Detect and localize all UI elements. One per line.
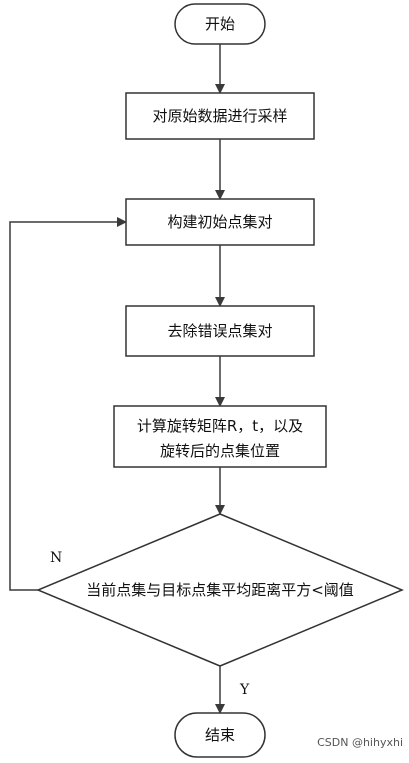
arrow-no-loop-back (9, 217, 127, 591)
end-label: 结束 (205, 726, 235, 744)
build-pairs-process: 构建初始点集对 (125, 198, 315, 246)
build-pairs-label: 构建初始点集对 (167, 213, 272, 231)
compute-rotation-process: 计算旋转矩阵R，t，以及 旋转后的点集位置 (113, 405, 327, 468)
start-node: 开始 (174, 3, 266, 45)
decision-node: 当前点集与目标点集平均距离平方<阈值 (36, 513, 404, 667)
remove-wrong-process: 去除错误点集对 (125, 305, 315, 357)
compute-label-line1: 计算旋转矩阵R，t，以及 (137, 417, 303, 435)
yes-branch-label: Y (239, 682, 250, 698)
sample-process: 对原始数据进行采样 (125, 92, 315, 140)
decision-label: 当前点集与目标点集平均距离平方<阈值 (86, 581, 354, 599)
start-label: 开始 (205, 15, 235, 33)
sample-label: 对原始数据进行采样 (152, 107, 287, 125)
end-node: 结束 (174, 712, 266, 758)
no-branch-label: N (50, 550, 62, 566)
compute-label-line2: 旋转后的点集位置 (160, 442, 280, 460)
remove-wrong-label: 去除错误点集对 (167, 322, 272, 340)
watermark: CSDN @hihyxhi (317, 736, 403, 749)
